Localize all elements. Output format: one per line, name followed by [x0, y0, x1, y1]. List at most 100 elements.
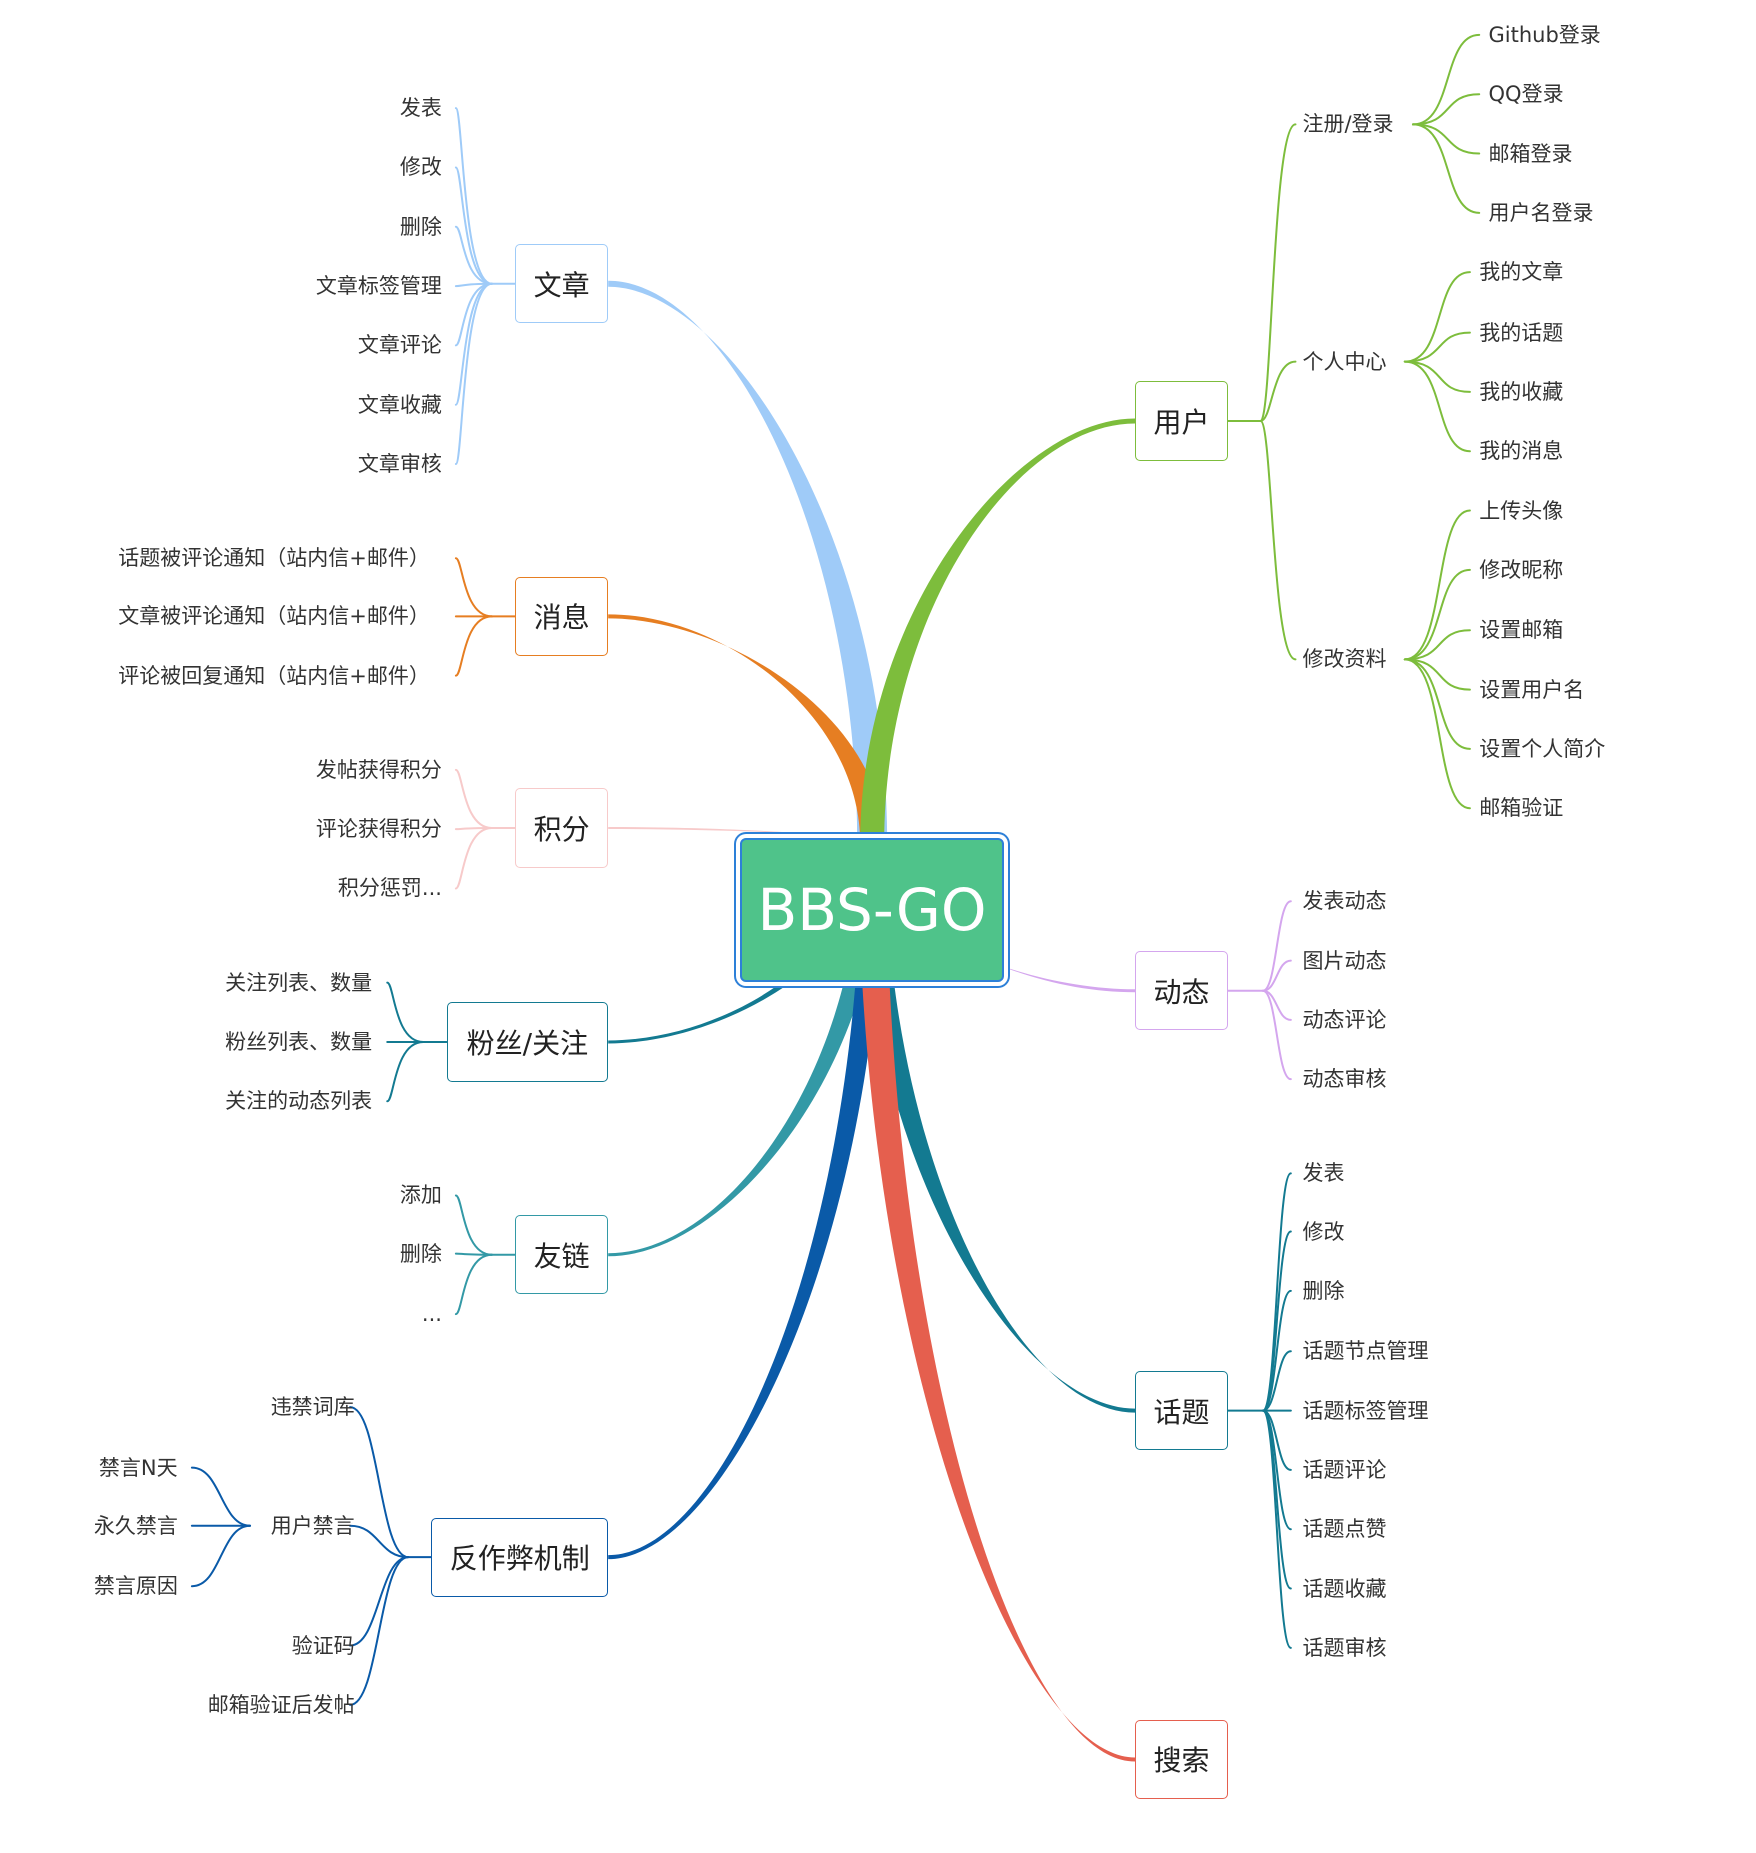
subleaf-user-2-0[interactable]: 上传头像	[1479, 498, 1564, 523]
subleaf-line-user-1-1	[1403, 331, 1471, 363]
subleaf-user-1-0[interactable]: 我的文章	[1479, 260, 1564, 285]
subleaf-anticheat-1[interactable]: 永久禁言	[93, 1513, 178, 1538]
subleaf-user-1-1[interactable]: 我的话题	[1479, 320, 1564, 345]
leaf-points-0[interactable]: 发帖获得积分	[315, 757, 442, 782]
node-fans[interactable]: 粉丝/关注	[446, 1002, 609, 1082]
subleaf-user-1-2[interactable]: 我的收藏	[1479, 379, 1564, 404]
leaf-topic-2[interactable]: 删除	[1302, 1278, 1345, 1303]
leaf-article-1[interactable]: 修改	[399, 155, 442, 180]
leaf-line-anticheat-0	[349, 1406, 410, 1559]
leaf-fans-1[interactable]: 粉丝列表、数量	[225, 1029, 373, 1054]
leaf-article-4[interactable]: 文章评论	[357, 333, 442, 358]
leaf-line-links-0	[454, 1194, 493, 1256]
subleaf-line-user-1-0	[1403, 271, 1471, 363]
subleaf-anticheat-0[interactable]: 禁言N天	[98, 1455, 178, 1480]
leaf-line-links-1	[454, 1252, 493, 1256]
node-search[interactable]: 搜索	[1135, 1719, 1229, 1800]
leaf-line-topic-1	[1261, 1230, 1292, 1412]
leaf-line-article-5	[454, 282, 493, 406]
leaf-line-links-2	[454, 1253, 493, 1316]
node-user[interactable]: 用户	[1135, 381, 1229, 461]
node-links[interactable]: 友链	[515, 1215, 609, 1295]
subleaf-user-1-3[interactable]: 我的消息	[1479, 439, 1564, 464]
subleaf-user-0-3[interactable]: 用户名登录	[1488, 200, 1594, 225]
leaf-line-topic-8	[1261, 1409, 1292, 1649]
subleaf-user-2-3[interactable]: 设置用户名	[1479, 677, 1585, 702]
subleaf-line-user-2-4	[1403, 658, 1471, 750]
subleaf-user-2-1[interactable]: 修改昵称	[1479, 557, 1564, 582]
leaf-user-0[interactable]: 注册/登录	[1302, 112, 1394, 137]
leaf-message-2[interactable]: 评论被回复通知（站内信+邮件）	[118, 663, 430, 688]
leaf-topic-8[interactable]: 话题审核	[1302, 1635, 1387, 1660]
leaf-dynamic-1[interactable]: 图片动态	[1302, 948, 1387, 973]
leaf-line-article-4	[454, 282, 493, 347]
leaf-article-5[interactable]: 文章收藏	[357, 392, 442, 417]
subleaf-line-anticheat-2	[190, 1524, 252, 1588]
central-node[interactable]: BBS-GO	[740, 838, 1004, 982]
leaf-line-points-2	[454, 826, 493, 890]
subleaf-user-2-2[interactable]: 设置邮箱	[1479, 618, 1564, 643]
leaf-fans-2[interactable]: 关注的动态列表	[225, 1089, 373, 1114]
leaf-topic-4[interactable]: 话题标签管理	[1302, 1398, 1429, 1423]
branch-line-topic	[859, 843, 1136, 1413]
subleaf-line-user-2-2	[1403, 629, 1471, 661]
leaf-topic-0[interactable]: 发表	[1302, 1161, 1345, 1186]
node-article[interactable]: 文章	[515, 244, 609, 324]
leaf-line-message-2	[454, 615, 493, 677]
leaf-line-topic-0	[1261, 1172, 1292, 1412]
leaf-message-0[interactable]: 话题被评论通知（站内信+邮件）	[118, 546, 430, 571]
leaf-line-points-0	[454, 768, 493, 829]
leaf-anticheat-1[interactable]: 用户禁言	[270, 1513, 355, 1538]
leaf-points-1[interactable]: 评论获得积分	[315, 817, 442, 842]
subleaf-line-user-2-1	[1403, 568, 1471, 661]
leaf-topic-6[interactable]: 话题点赞	[1302, 1517, 1387, 1542]
leaf-line-article-2	[454, 225, 493, 285]
leaf-topic-5[interactable]: 话题评论	[1302, 1457, 1387, 1482]
subleaf-user-0-2[interactable]: 邮箱登录	[1488, 141, 1573, 166]
leaf-article-3[interactable]: 文章标签管理	[315, 274, 442, 299]
subleaf-anticheat-2[interactable]: 禁言原因	[93, 1574, 178, 1599]
leaf-links-0[interactable]: 添加	[399, 1183, 442, 1208]
branch-line-points	[608, 826, 878, 844]
leaf-links-2[interactable]: ...	[421, 1302, 442, 1327]
leaf-points-2[interactable]: 积分惩罚...	[337, 876, 442, 901]
leaf-user-2[interactable]: 修改资料	[1302, 647, 1387, 672]
leaf-topic-1[interactable]: 修改	[1302, 1219, 1345, 1244]
leaf-article-2[interactable]: 删除	[399, 214, 442, 239]
node-topic[interactable]: 话题	[1135, 1371, 1229, 1451]
leaf-dynamic-2[interactable]: 动态评论	[1302, 1007, 1387, 1032]
leaf-topic-7[interactable]: 话题收藏	[1302, 1576, 1387, 1601]
leaf-anticheat-0[interactable]: 违禁词库	[270, 1395, 355, 1420]
subleaf-user-0-0[interactable]: Github登录	[1488, 22, 1601, 47]
subleaf-line-user-0-0	[1411, 33, 1481, 126]
node-points[interactable]: 积分	[515, 788, 609, 868]
branch-line-anticheat	[608, 843, 884, 1560]
leaf-message-1[interactable]: 文章被评论通知（站内信+邮件）	[118, 604, 430, 629]
leaf-line-dynamic-0	[1261, 900, 1292, 992]
subleaf-line-user-1-3	[1403, 360, 1471, 453]
subleaf-user-0-1[interactable]: QQ登录	[1488, 82, 1564, 107]
leaf-line-anticheat-3	[349, 1556, 410, 1706]
leaf-dynamic-0[interactable]: 发表动态	[1302, 889, 1387, 914]
leaf-line-points-1	[454, 826, 493, 831]
leaf-anticheat-3[interactable]: 邮箱验证后发帖	[207, 1692, 355, 1717]
leaf-dynamic-3[interactable]: 动态审核	[1302, 1067, 1387, 1092]
leaf-article-0[interactable]: 发表	[399, 96, 442, 121]
node-anticheat[interactable]: 反作弊机制	[431, 1517, 609, 1597]
subleaf-line-user-2-3	[1403, 658, 1471, 691]
leaf-user-1[interactable]: 个人中心	[1302, 349, 1387, 374]
node-message[interactable]: 消息	[515, 576, 609, 656]
leaf-links-1[interactable]: 删除	[399, 1241, 442, 1266]
leaf-topic-3[interactable]: 话题节点管理	[1302, 1339, 1429, 1364]
leaf-line-fans-0	[386, 981, 425, 1043]
leaf-line-user-1	[1227, 360, 1297, 422]
subleaf-user-2-5[interactable]: 邮箱验证	[1479, 796, 1564, 821]
node-dynamic[interactable]: 动态	[1135, 951, 1229, 1031]
branch-line-links	[608, 843, 884, 1257]
leaf-article-6[interactable]: 文章审核	[357, 452, 442, 476]
leaf-fans-0[interactable]: 关注列表、数量	[225, 970, 373, 995]
leaf-anticheat-2[interactable]: 验证码	[291, 1633, 355, 1658]
leaf-line-anticheat-1	[349, 1524, 410, 1559]
subleaf-user-2-4[interactable]: 设置个人简介	[1479, 736, 1606, 761]
